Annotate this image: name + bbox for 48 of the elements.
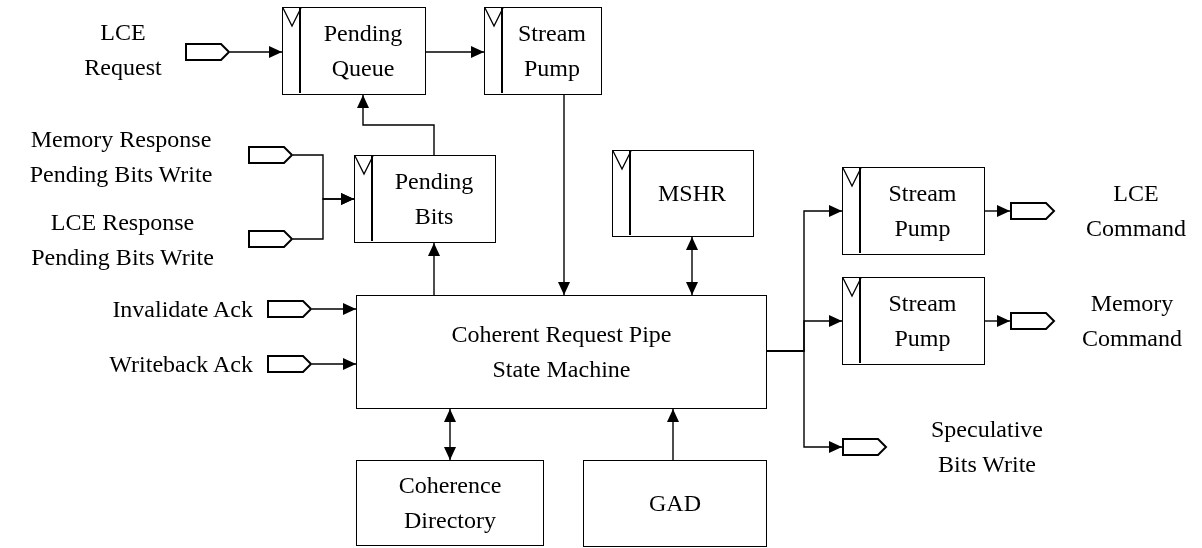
block-label: Pending Queue bbox=[322, 19, 404, 83]
port-label: Memory Response Pending Bits Write bbox=[28, 125, 214, 189]
register-block bbox=[484, 7, 602, 95]
port-label: Memory Command bbox=[1081, 289, 1183, 353]
port-symbol bbox=[1010, 202, 1055, 220]
arrow bbox=[686, 236, 698, 296]
port-label: LCE Command bbox=[1085, 179, 1187, 243]
port-label: Writeback Ack bbox=[108, 350, 253, 379]
port-symbol bbox=[1010, 312, 1055, 330]
block-label: Stream Pump bbox=[887, 179, 958, 243]
arrow bbox=[425, 46, 485, 58]
port-symbol bbox=[842, 438, 887, 456]
port-label: LCE Response Pending Bits Write bbox=[30, 208, 215, 272]
port-label: LCE Request bbox=[83, 18, 163, 82]
register-block bbox=[612, 150, 754, 237]
block-label: Coherence Directory bbox=[397, 471, 503, 535]
register-block bbox=[842, 277, 985, 365]
block-label: GAD bbox=[649, 489, 701, 518]
port-label: Speculative Bits Write bbox=[930, 415, 1044, 479]
port-symbol bbox=[267, 355, 312, 373]
register-block bbox=[354, 155, 496, 243]
port-symbol bbox=[248, 146, 293, 164]
register-block bbox=[282, 7, 426, 95]
arrow bbox=[558, 94, 570, 296]
arrow bbox=[292, 193, 355, 240]
arrow bbox=[667, 408, 679, 461]
arrow bbox=[984, 315, 1011, 327]
port-symbol bbox=[248, 230, 293, 248]
arrow bbox=[357, 94, 435, 156]
port-label: Invalidate Ack bbox=[111, 295, 253, 324]
arrow bbox=[311, 358, 357, 370]
port-symbol bbox=[185, 43, 230, 61]
arrow bbox=[444, 408, 456, 461]
arrow bbox=[229, 46, 283, 58]
port-symbol bbox=[267, 300, 312, 318]
block-label: Stream Pump bbox=[517, 19, 587, 83]
arrow bbox=[311, 303, 357, 315]
register-block bbox=[842, 167, 985, 255]
arrow bbox=[766, 350, 843, 453]
block-label: Coherent Request Pipe State Machine bbox=[450, 320, 673, 384]
process-box bbox=[356, 295, 767, 409]
process-box bbox=[356, 460, 544, 546]
arrow bbox=[428, 242, 440, 296]
block-label: Pending Bits bbox=[393, 167, 475, 231]
block-label: Stream Pump bbox=[887, 289, 958, 353]
arrow bbox=[984, 205, 1011, 217]
block-label: MSHR bbox=[658, 179, 726, 208]
process-box bbox=[583, 460, 767, 547]
